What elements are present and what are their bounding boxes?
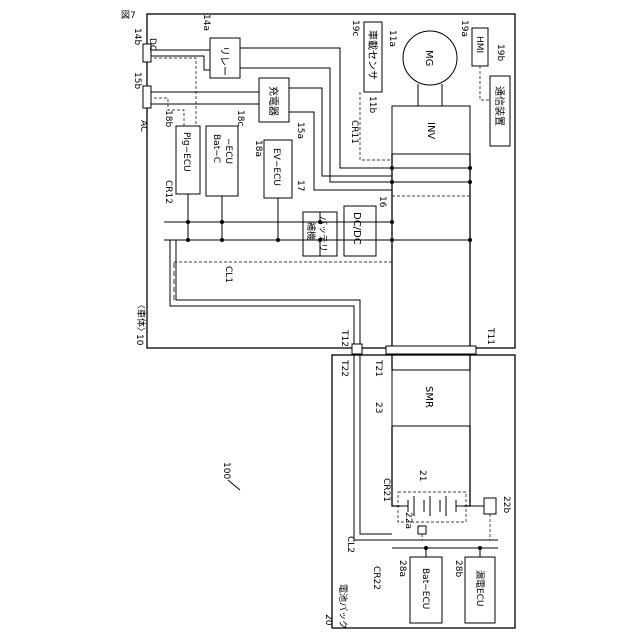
aux-battery-label-2: バッテリ bbox=[317, 216, 328, 252]
ac-inlet-ref: 15b bbox=[132, 72, 142, 89]
comm-ref: 19b bbox=[495, 44, 505, 61]
ac-inlet bbox=[143, 86, 151, 108]
bat-ecu-label: Bat−ECU bbox=[420, 568, 430, 609]
t12-label: T12 bbox=[339, 329, 349, 347]
leak-ecu-ref: 28b bbox=[453, 560, 463, 577]
inv-label: INV bbox=[425, 122, 436, 139]
comm-label: 通信装置 bbox=[493, 86, 506, 126]
cl1-label: CL1 bbox=[223, 266, 233, 283]
relay-ref: 14a bbox=[201, 14, 211, 31]
mg-ref: 11a bbox=[387, 30, 397, 47]
t21-label: T21 bbox=[373, 359, 383, 377]
inv-ref: 11b bbox=[367, 96, 377, 113]
sensor-22a-ref: 22a bbox=[403, 512, 413, 529]
cr11-label: CR11 bbox=[349, 120, 359, 144]
charger-ref: 15a bbox=[295, 122, 305, 139]
leak-ecu-label: 漏電ECU bbox=[474, 570, 486, 607]
smr-label: SMR bbox=[423, 386, 434, 408]
sensor-label: 車載センサ bbox=[366, 30, 379, 80]
aux-battery-ref: 17 bbox=[295, 180, 305, 191]
cr12-label: CR12 bbox=[163, 180, 173, 204]
relay-label: リレー bbox=[218, 46, 229, 76]
cr22-label: CR22 bbox=[371, 566, 381, 590]
dcdc-ref: 16 bbox=[377, 196, 387, 208]
cells-ref: 21 bbox=[417, 470, 427, 481]
ev-ecu-ref: 18a bbox=[253, 140, 263, 157]
ac-inlet-label: AC bbox=[138, 120, 148, 132]
plg-ecu-ref: 18b bbox=[163, 110, 173, 127]
voltage-sensor-22a bbox=[418, 526, 426, 534]
mg-label: MG bbox=[423, 50, 434, 66]
bat-c-ecu-label-2: −ECU bbox=[223, 138, 233, 164]
vehicle-label: 〈車体〉 bbox=[135, 300, 147, 336]
system-ref: 100 bbox=[221, 462, 231, 479]
bat-ecu-ref: 28a bbox=[397, 560, 407, 577]
sensor-22b-ref: 22b bbox=[501, 496, 511, 513]
hmi-label: HMI bbox=[474, 36, 484, 53]
t22-label: T22 bbox=[339, 359, 349, 377]
charger-label: 充電器 bbox=[267, 86, 280, 116]
t11-label: T11 bbox=[485, 327, 495, 345]
sensor-ref: 19c bbox=[350, 20, 360, 36]
battery-pack-label: 電池パック bbox=[337, 584, 349, 629]
figure-label: 図7 bbox=[121, 10, 136, 21]
dcdc-label: DC/DC bbox=[351, 212, 362, 245]
dc-inlet-ref: 14b bbox=[132, 28, 142, 45]
ev-ecu-label: EV−ECU bbox=[271, 148, 281, 186]
vehicle-ref: 10 bbox=[134, 334, 144, 346]
terminal-t11 bbox=[386, 346, 476, 354]
cr21-label: CR21 bbox=[381, 478, 391, 502]
terminal-t12 bbox=[352, 344, 362, 354]
bat-c-ecu-ref: 18c bbox=[235, 110, 245, 126]
battery-pack-ref: 20 bbox=[323, 614, 333, 626]
vehicle-frame bbox=[147, 14, 515, 348]
current-sensor-22b bbox=[484, 498, 496, 514]
dc-inlet-label: DC bbox=[147, 38, 157, 51]
aux-battery-label-1: 補機 bbox=[305, 222, 317, 240]
plg-ecu-label: Plg−ECU bbox=[181, 132, 191, 172]
hmi-ref: 19a bbox=[459, 20, 469, 37]
cl2-label: CL2 bbox=[345, 536, 355, 553]
bat-c-ecu-label-1: Bat−C bbox=[211, 134, 221, 163]
smr-ref: 23 bbox=[373, 402, 383, 413]
